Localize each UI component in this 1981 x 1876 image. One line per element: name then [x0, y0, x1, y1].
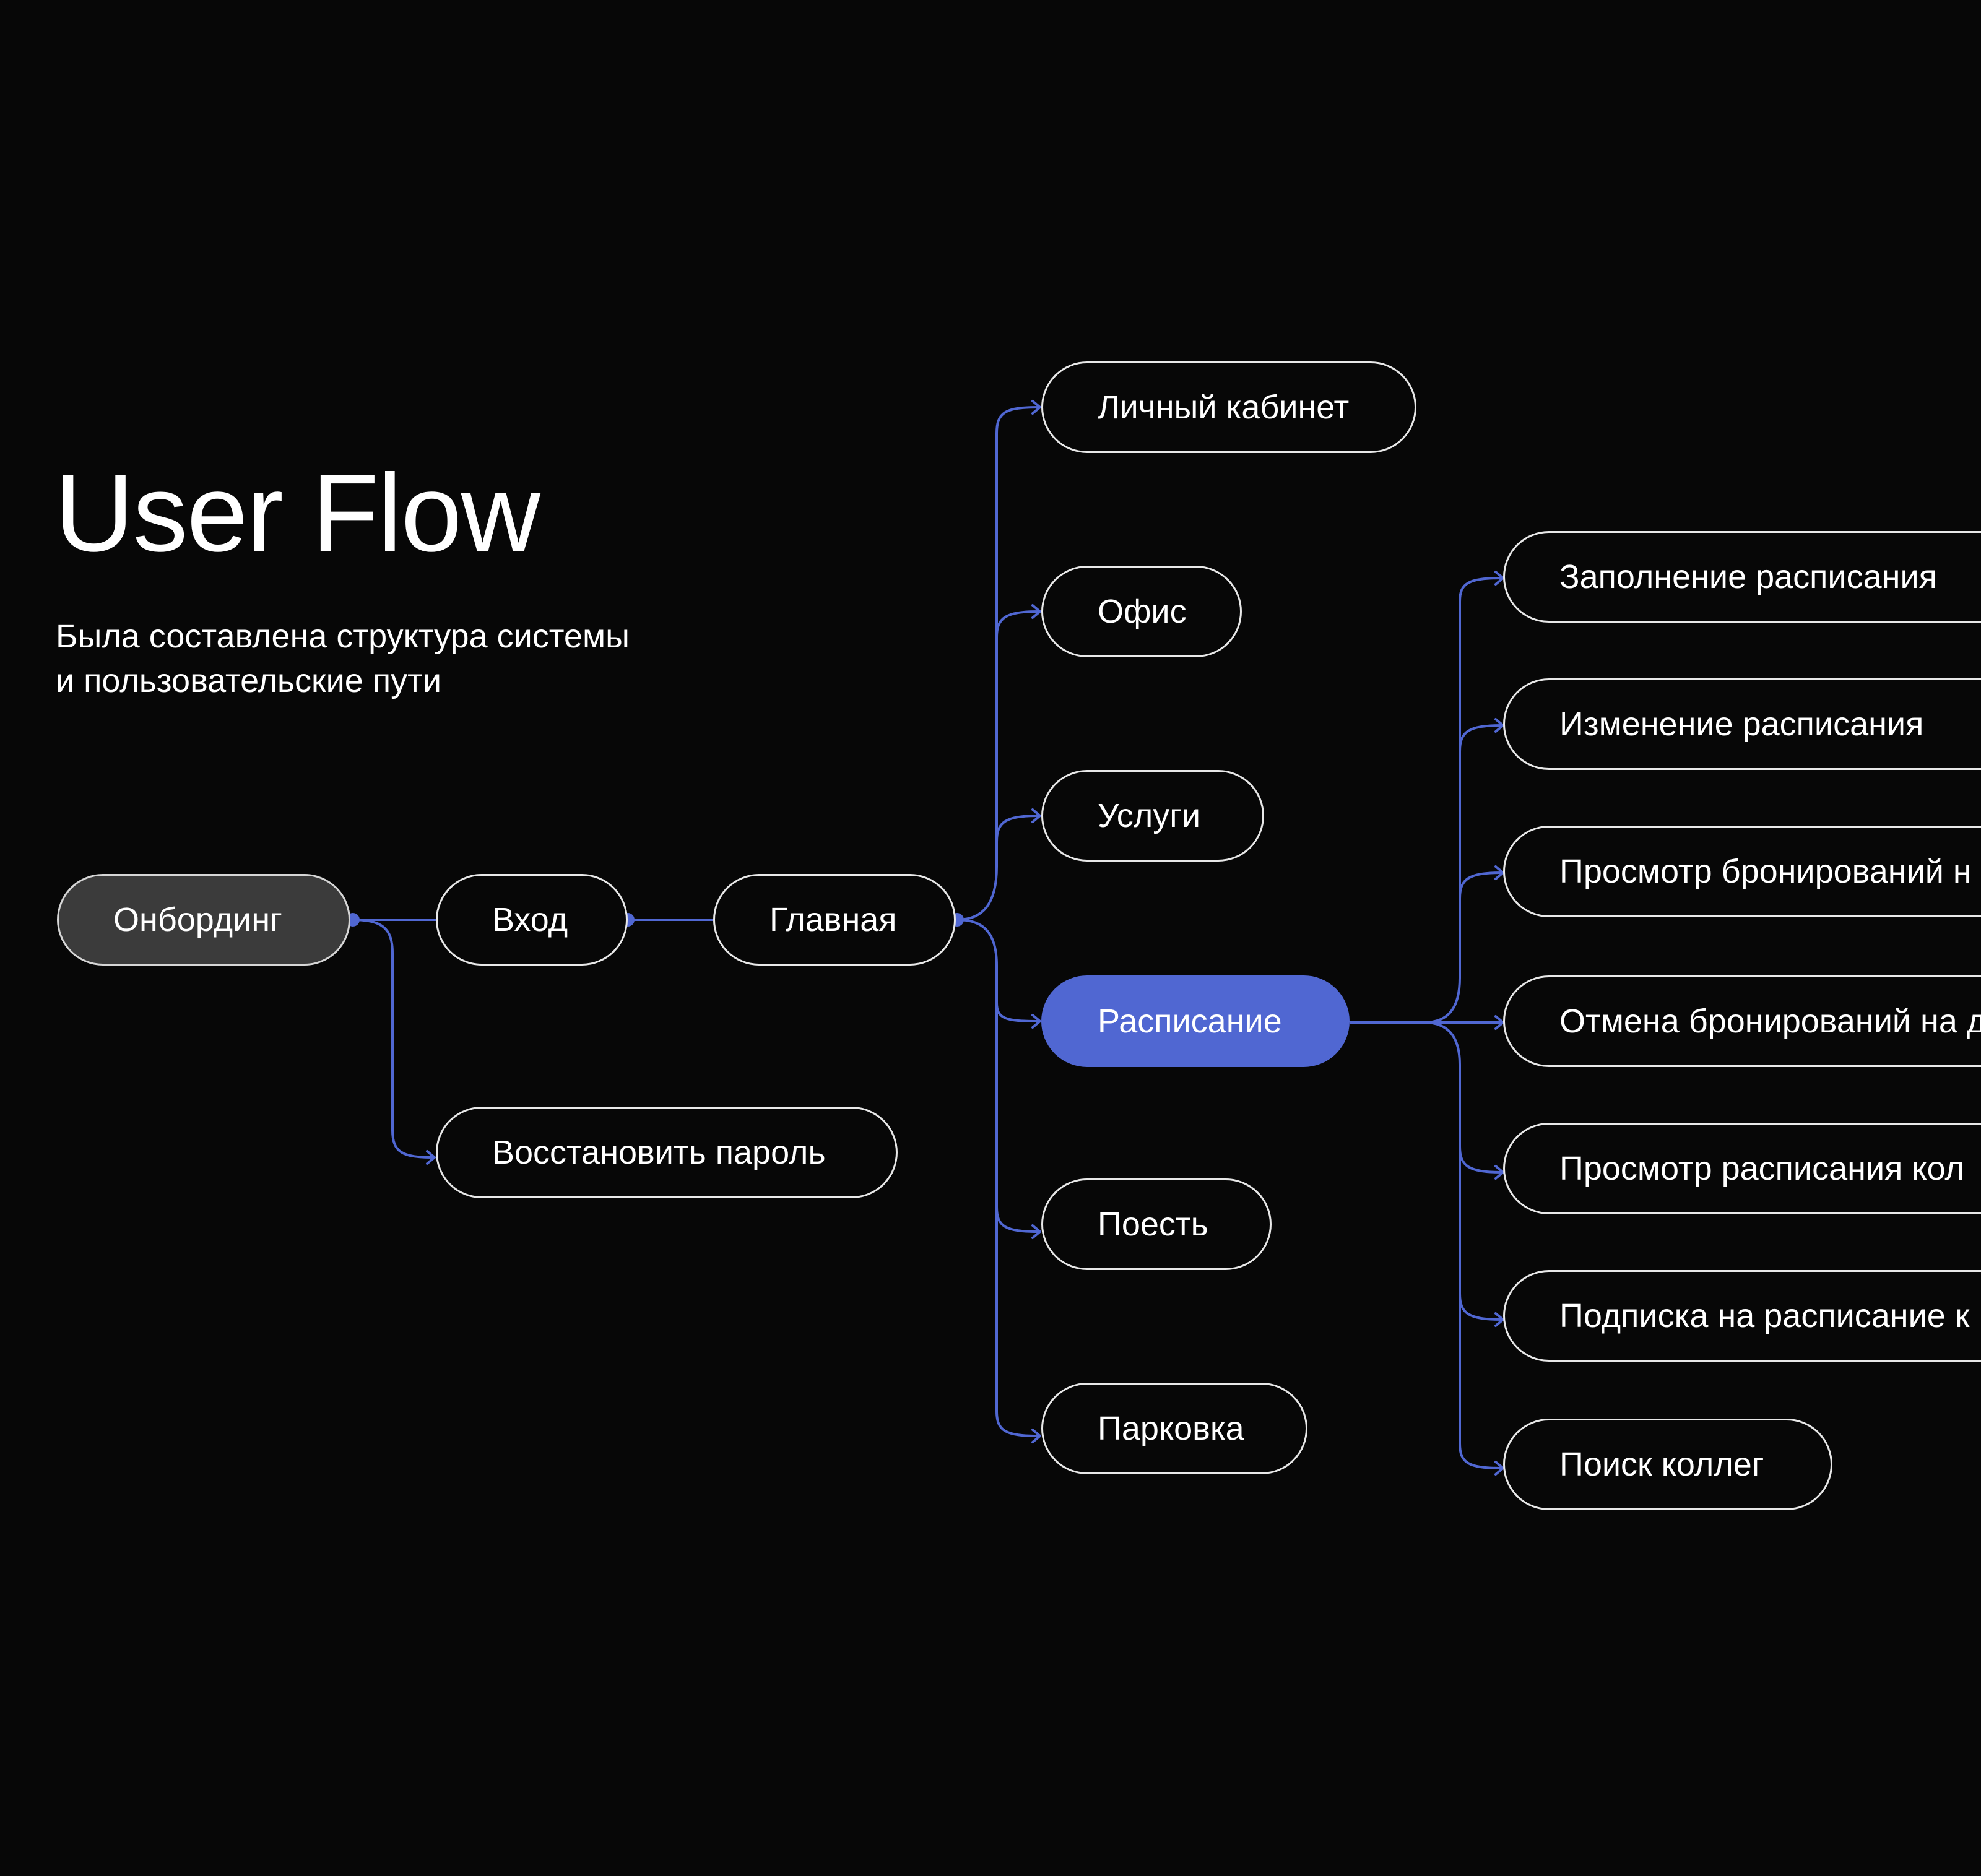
edge-schedule-subscribe: [1459, 1293, 1502, 1321]
node-schedule-label: Расписание: [1098, 1003, 1282, 1040]
node-parking-label: Парковка: [1098, 1410, 1244, 1447]
node-eat-label: Поесть: [1098, 1206, 1208, 1243]
edge-main-account: [956, 406, 1039, 921]
node-account[interactable]: Личный кабинет: [1041, 361, 1416, 453]
edge-schedule-view-bookings: [1459, 871, 1502, 899]
node-restore-password-label: Восстановить пароль: [492, 1134, 826, 1171]
node-onboarding[interactable]: Онбординг: [57, 874, 350, 966]
subtitle-line-1: Была составлена структура системы: [56, 618, 630, 655]
node-onboarding-label: Онбординг: [113, 901, 282, 938]
node-edit-schedule[interactable]: Изменение расписания: [1503, 678, 1981, 770]
node-login[interactable]: Вход: [436, 874, 628, 966]
page-title: User Flow: [54, 451, 540, 574]
node-services[interactable]: Услуги: [1041, 770, 1264, 862]
edge-schedule-colleague: [1459, 1146, 1502, 1174]
node-services-label: Услуги: [1098, 797, 1201, 834]
node-schedule[interactable]: Расписание: [1041, 975, 1350, 1067]
node-subscribe-schedule-label: Подписка на расписание к: [1559, 1297, 1970, 1334]
edge-schedule-trunk-down: [1423, 1021, 1502, 1469]
node-fill-schedule[interactable]: Заполнение расписания: [1503, 531, 1981, 623]
node-view-colleague-schedule[interactable]: Просмотр расписания кол: [1503, 1123, 1981, 1214]
node-restore-password[interactable]: Восстановить пароль: [436, 1107, 898, 1198]
edge-main-services: [995, 815, 1039, 842]
arrowhead-account: [1031, 400, 1041, 415]
node-fill-schedule-label: Заполнение расписания: [1559, 558, 1937, 595]
node-view-bookings-label: Просмотр бронирований н: [1559, 853, 1972, 890]
node-view-bookings[interactable]: Просмотр бронирований н: [1503, 826, 1981, 917]
node-account-label: Личный кабинет: [1098, 389, 1350, 426]
node-cancel-bookings[interactable]: Отмена бронирований на д: [1503, 975, 1981, 1067]
edge-main-schedule: [956, 919, 1039, 1022]
arrowhead-schedule: [1031, 1014, 1041, 1029]
node-login-label: Вход: [492, 901, 568, 938]
arrowhead-services: [1031, 808, 1041, 823]
edge-main-eat: [995, 1206, 1039, 1233]
subtitle-line-2: и пользовательские пути: [56, 662, 441, 699]
arrowhead-office: [1031, 604, 1041, 619]
node-office-label: Офис: [1098, 593, 1187, 630]
edge-onboarding-restore: [351, 919, 434, 1159]
arrowhead-parking: [1031, 1429, 1041, 1443]
node-find-colleagues-label: Поиск коллег: [1559, 1446, 1764, 1483]
node-office[interactable]: Офис: [1041, 566, 1242, 657]
edge-main-office: [995, 610, 1039, 638]
arrowhead-eat: [1031, 1224, 1041, 1239]
node-cancel-bookings-label: Отмена бронирований на д: [1559, 1003, 1981, 1040]
edge-schedule-trunk-up: [1350, 577, 1502, 1024]
arrowhead-restore: [426, 1150, 436, 1165]
page-subtitle: Была составлена структура системы и поль…: [56, 614, 630, 703]
node-main-label: Главная: [769, 901, 897, 938]
node-view-colleague-schedule-label: Просмотр расписания кол: [1559, 1150, 1964, 1187]
node-subscribe-schedule[interactable]: Подписка на расписание к: [1503, 1270, 1981, 1362]
node-eat[interactable]: Поесть: [1041, 1178, 1272, 1270]
node-parking[interactable]: Парковка: [1041, 1383, 1307, 1474]
node-main[interactable]: Главная: [713, 874, 956, 966]
node-edit-schedule-label: Изменение расписания: [1559, 706, 1924, 743]
edge-schedule-edit: [1459, 724, 1502, 752]
edge-main-eat-parking: [995, 966, 1039, 1437]
node-find-colleagues[interactable]: Поиск коллег: [1503, 1419, 1832, 1510]
